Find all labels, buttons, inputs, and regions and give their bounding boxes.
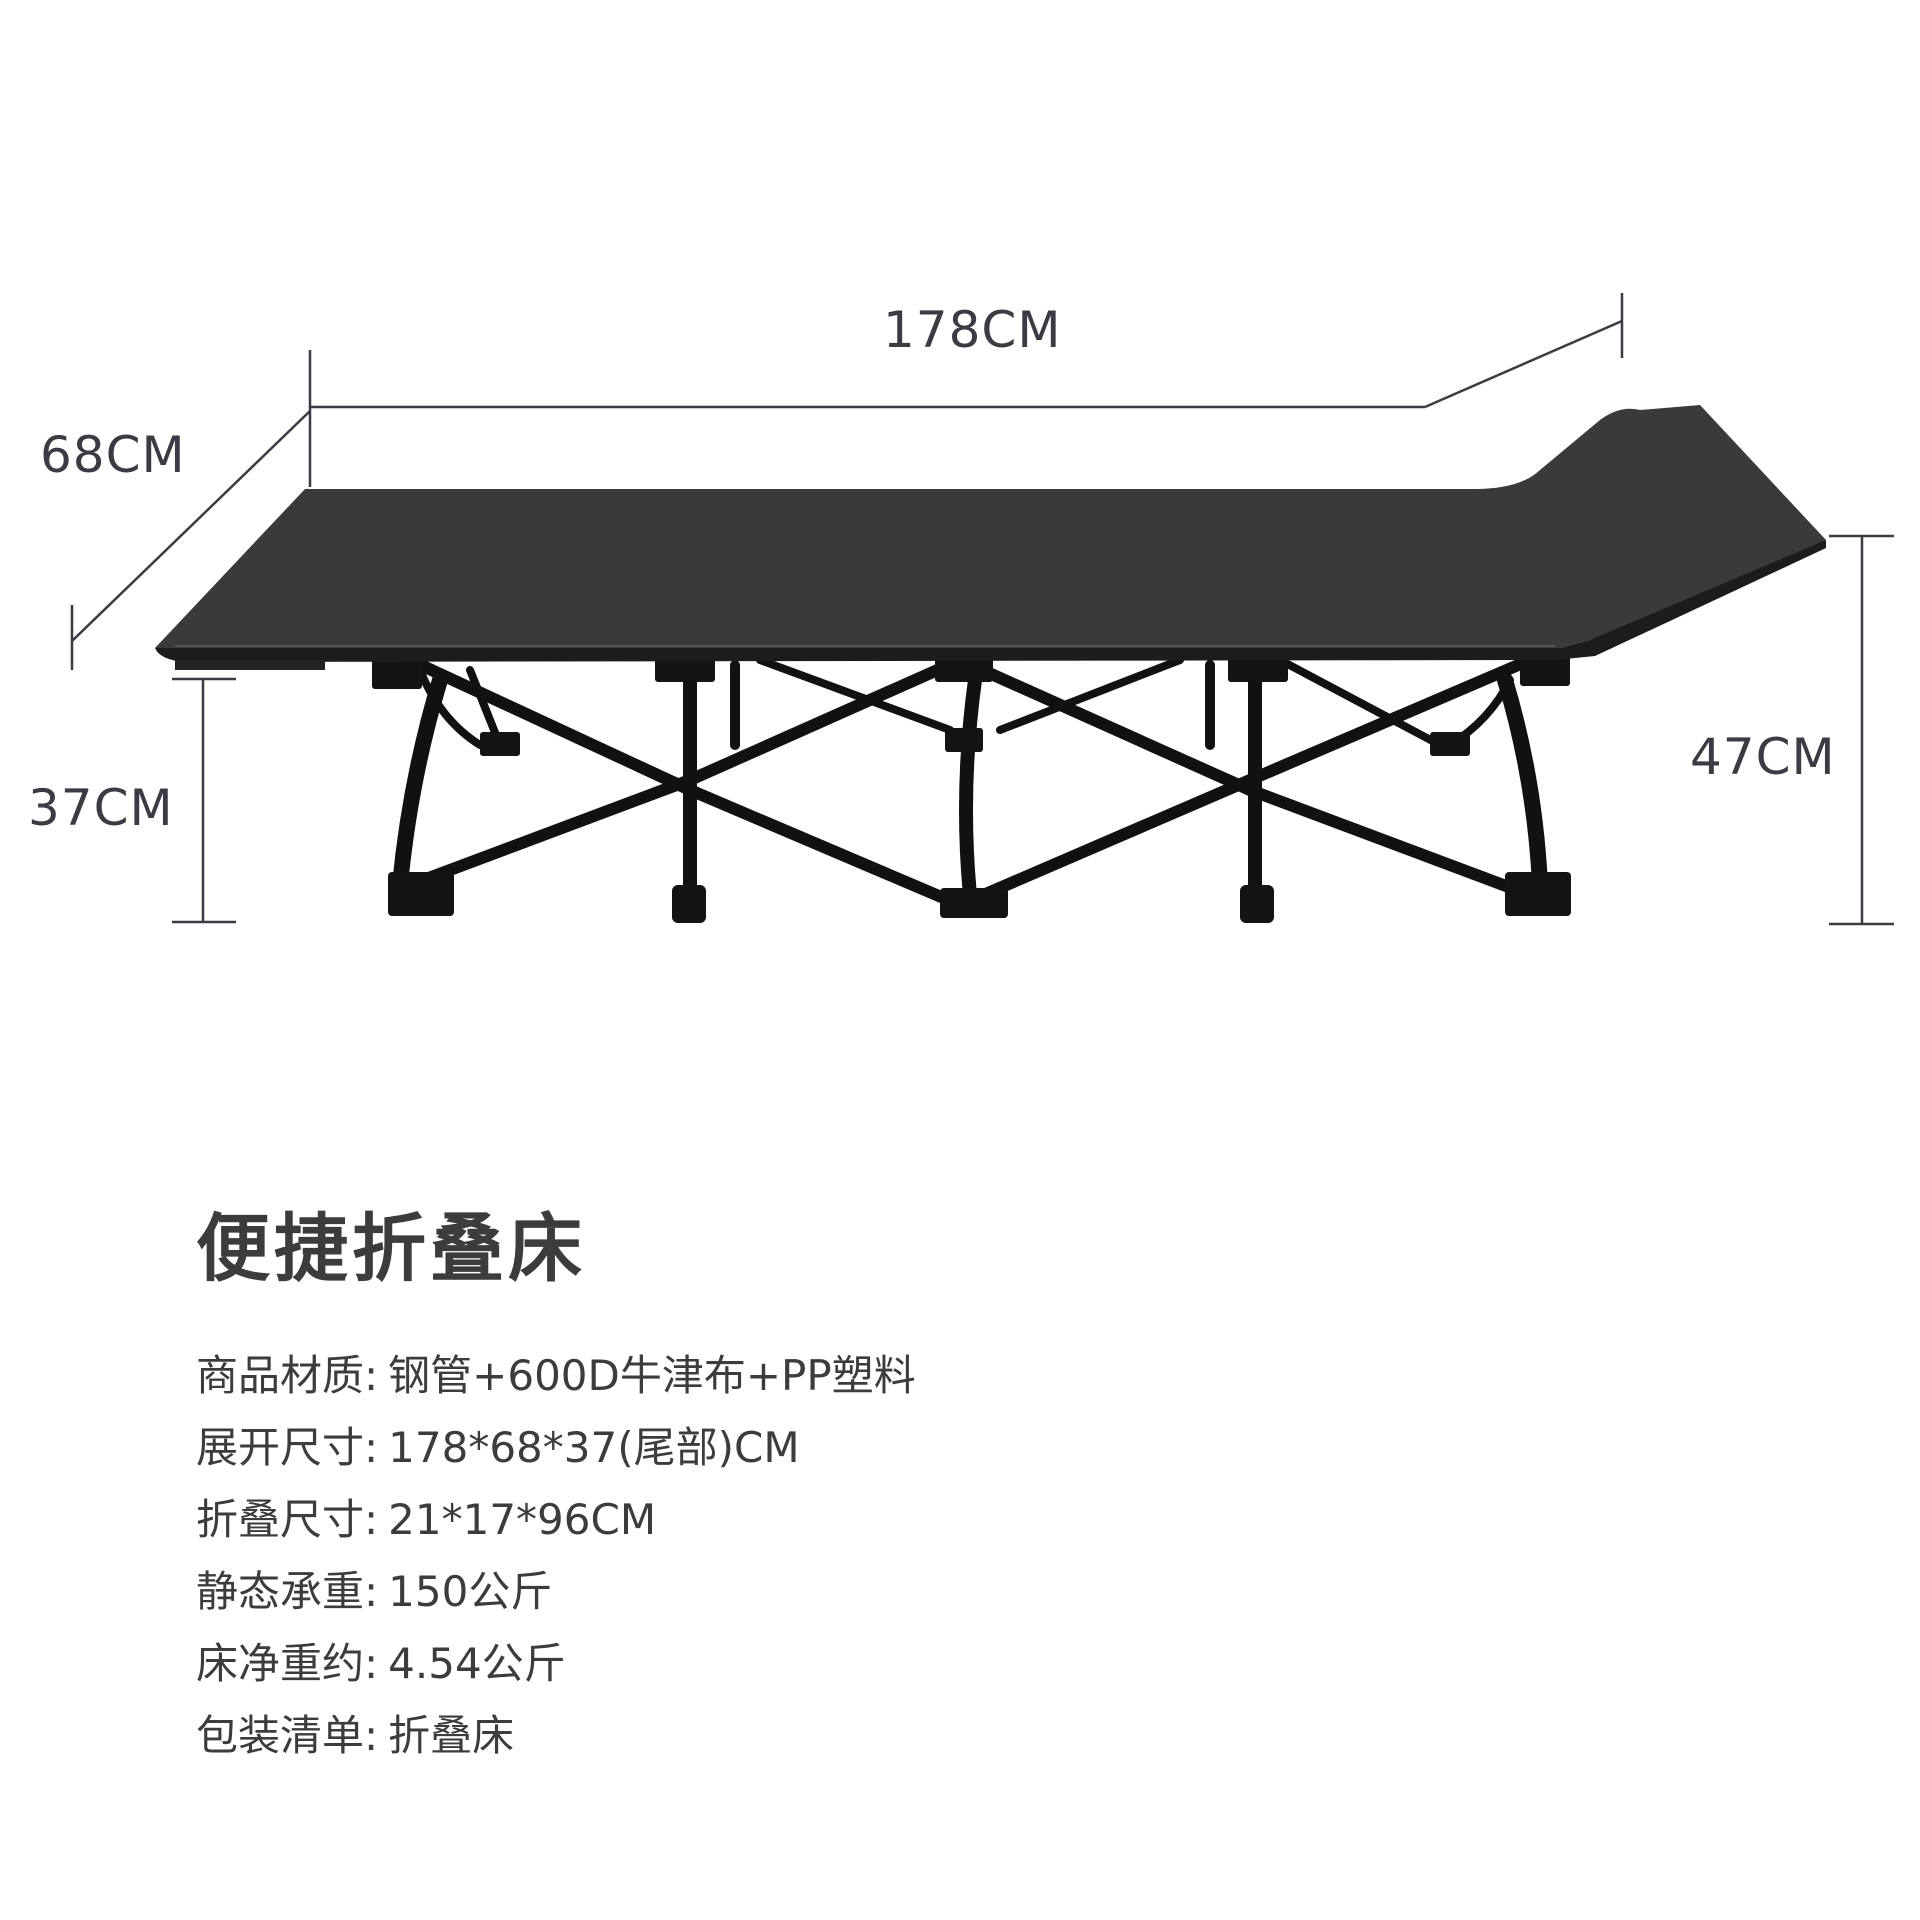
spec-row-static-load: 静态承重150公斤 — [196, 1556, 916, 1628]
spec-key: 展开尺寸 — [196, 1423, 378, 1472]
spec-value: 折叠床 — [388, 1711, 515, 1760]
spec-value: 钢管+600D牛津布+PP塑料 — [388, 1351, 916, 1400]
tail-height-dimension-label: 37CM — [28, 779, 174, 837]
spec-key: 包装清单 — [196, 1711, 378, 1760]
width-dimension-label: 68CM — [40, 426, 186, 484]
spec-row-unfolded-size: 展开尺寸178*68*37(尾部)CM — [196, 1412, 916, 1484]
product-title: 便捷折叠床 — [196, 1206, 586, 1292]
spec-row-package-contents: 包装清单折叠床 — [196, 1700, 916, 1772]
spec-key: 折叠尺寸 — [196, 1495, 378, 1544]
spec-row-folded-size: 折叠尺寸21*17*96CM — [196, 1484, 916, 1556]
spec-value: 21*17*96CM — [388, 1495, 657, 1544]
bed-fabric — [155, 405, 1826, 670]
length-dimension-label: 178CM — [883, 301, 1062, 359]
dimension-lines — [70, 293, 1894, 926]
steel-frame — [392, 654, 1548, 917]
spec-value: 4.54公斤 — [388, 1639, 566, 1688]
spec-key: 床净重约 — [196, 1639, 378, 1688]
folding-bed-illustration — [70, 293, 1894, 926]
product-diagram: 178CM 68CM 37CM 47CM — [28, 293, 1894, 926]
spec-value: 178*68*37(尾部)CM — [388, 1423, 800, 1472]
spec-row-net-weight: 床净重约4.54公斤 — [196, 1628, 916, 1700]
spec-key: 商品材质 — [196, 1351, 378, 1400]
spec-row-material: 商品材质钢管+600D牛津布+PP塑料 — [196, 1340, 916, 1412]
spec-list: 商品材质钢管+600D牛津布+PP塑料 展开尺寸178*68*37(尾部)CM … — [196, 1340, 916, 1772]
spec-key: 静态承重 — [196, 1567, 378, 1616]
spec-value: 150公斤 — [388, 1567, 553, 1616]
head-height-dimension-label: 47CM — [1690, 728, 1836, 786]
